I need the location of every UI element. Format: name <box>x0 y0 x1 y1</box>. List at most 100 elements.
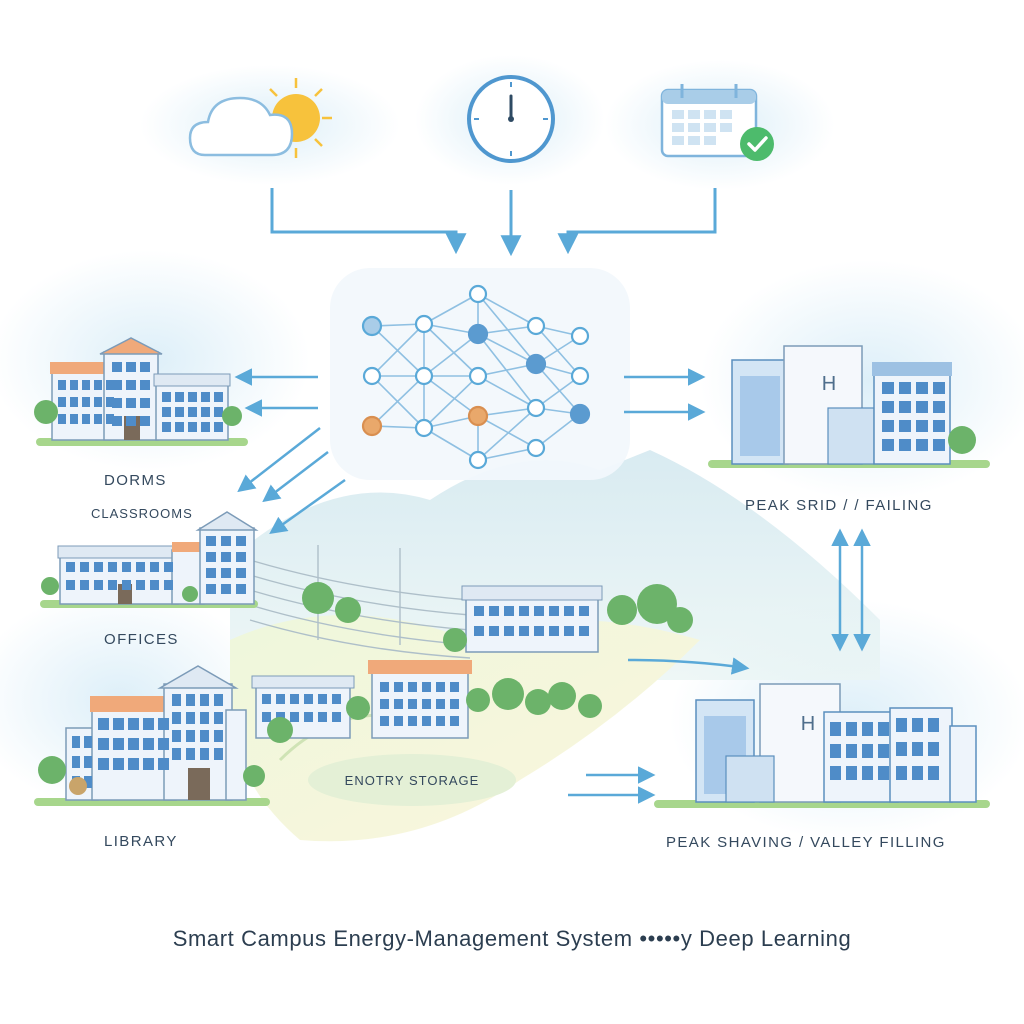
building-window <box>214 392 223 402</box>
building-window <box>72 756 80 768</box>
building-window <box>162 422 171 432</box>
building-window <box>186 730 195 742</box>
building-window <box>108 580 117 590</box>
building-window <box>112 362 122 372</box>
building-window <box>928 766 939 780</box>
building-window <box>318 712 327 722</box>
network-node <box>414 314 434 334</box>
building-window <box>98 718 109 730</box>
building-window <box>290 712 299 722</box>
building-window <box>126 398 136 408</box>
peak-shaving-label: PEAK SHAVING / VALLEY FILLING <box>666 834 946 851</box>
building-window <box>549 606 559 616</box>
building-window <box>84 756 92 768</box>
building-window <box>186 748 195 760</box>
building-window <box>214 712 223 724</box>
building-window <box>221 536 231 546</box>
network-edge <box>477 407 537 461</box>
building-window <box>450 716 459 726</box>
building-window <box>200 694 209 706</box>
building-window <box>394 699 403 709</box>
building-window <box>862 744 873 758</box>
building-window <box>66 562 75 572</box>
building-window <box>206 584 216 594</box>
building-window <box>162 407 171 417</box>
grid-building-letter-top: H <box>822 373 836 395</box>
building-window <box>436 682 445 692</box>
building-window <box>98 738 109 750</box>
building-window <box>158 738 169 750</box>
building-window <box>82 380 90 390</box>
building-window <box>126 380 136 390</box>
building-window <box>201 422 210 432</box>
building-window <box>140 380 150 390</box>
building-window <box>206 552 216 562</box>
building-window <box>200 748 209 760</box>
peak-grid-building <box>731 345 976 465</box>
building-window <box>332 712 341 722</box>
network-edge <box>535 325 581 377</box>
building-window <box>564 606 574 616</box>
building-window <box>450 699 459 709</box>
building-window <box>504 626 514 636</box>
building-window <box>221 568 231 578</box>
input-connectors <box>270 188 717 257</box>
building-window <box>862 722 873 736</box>
building-window <box>143 758 154 770</box>
building-window <box>318 694 327 704</box>
network-node <box>362 366 382 386</box>
building-window <box>206 536 216 546</box>
building-window <box>186 712 195 724</box>
building-window <box>408 699 417 709</box>
building-window <box>474 626 484 636</box>
building-window <box>450 682 459 692</box>
building-window <box>128 758 139 770</box>
network-edge <box>371 323 425 377</box>
building-window <box>408 682 417 692</box>
building-window <box>122 562 131 572</box>
building-window <box>150 562 159 572</box>
building-window <box>928 742 939 756</box>
building-window <box>304 712 313 722</box>
building-window <box>113 758 124 770</box>
peak-grid-label: PEAK SRID / / FAILING <box>745 497 933 514</box>
network-edge <box>477 415 537 449</box>
building-window <box>878 744 889 758</box>
building-window <box>80 562 89 572</box>
building-window <box>899 439 911 451</box>
building-window <box>916 420 928 432</box>
building-window <box>58 397 66 407</box>
building-window <box>882 401 894 413</box>
building-window <box>519 606 529 616</box>
building-window <box>236 552 246 562</box>
building-window <box>201 407 210 417</box>
network-node <box>468 284 488 304</box>
building-window <box>94 414 102 424</box>
building-window <box>846 722 857 736</box>
building-window <box>175 407 184 417</box>
network-node <box>468 450 488 470</box>
building-window <box>128 718 139 730</box>
building-window <box>164 562 173 572</box>
building-window <box>933 439 945 451</box>
building-window <box>136 562 145 572</box>
building-window <box>188 422 197 432</box>
building-window <box>916 401 928 413</box>
building-window <box>579 626 589 636</box>
building-window <box>84 776 92 788</box>
building-window <box>94 397 102 407</box>
building-window <box>899 382 911 394</box>
building-window <box>112 380 122 390</box>
building-window <box>262 694 271 704</box>
building-window <box>846 766 857 780</box>
building-window <box>489 606 499 616</box>
building-window <box>221 584 231 594</box>
building-window <box>108 562 117 572</box>
building-window <box>332 694 341 704</box>
building-window <box>262 712 271 722</box>
network-edge <box>477 375 537 409</box>
building-window <box>221 552 231 562</box>
network-node <box>468 366 488 386</box>
network-node <box>361 415 383 437</box>
